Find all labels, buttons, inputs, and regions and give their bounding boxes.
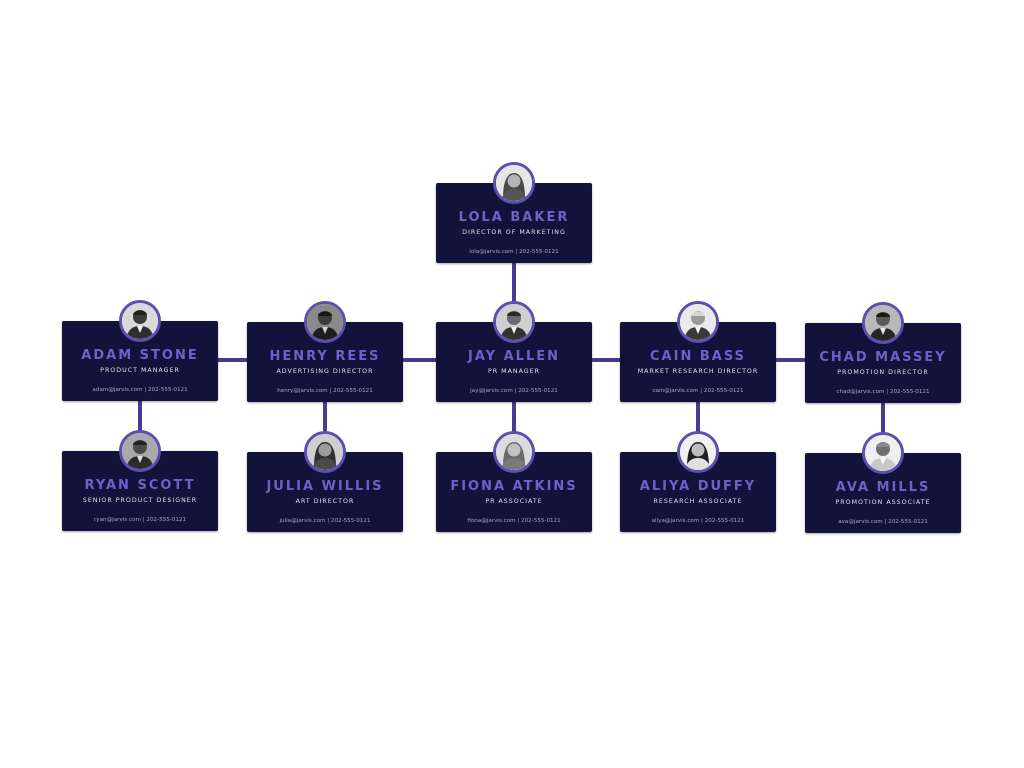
avatar bbox=[304, 431, 346, 473]
person-role: PROMOTION DIRECTOR bbox=[837, 369, 929, 376]
person-contact: jay@jarvis.com | 202-555-0121 bbox=[470, 388, 558, 394]
person-contact: fiona@jarvis.com | 202-555-0121 bbox=[467, 518, 561, 524]
person-contact: ava@jarvis.com | 202-555-0121 bbox=[838, 519, 928, 525]
person-contact: lola@jarvis.com | 202-555-0121 bbox=[469, 249, 559, 255]
man-portrait-icon bbox=[496, 304, 532, 340]
person-name: JULIA WILLIS bbox=[266, 479, 384, 494]
connector-col4-down bbox=[881, 402, 885, 454]
avatar bbox=[493, 162, 535, 204]
person-name: HENRY REES bbox=[269, 349, 381, 364]
person-name: ADAM STONE bbox=[81, 348, 199, 363]
man-portrait-icon bbox=[122, 303, 158, 339]
man-portrait-icon bbox=[680, 304, 716, 340]
woman-portrait-icon bbox=[496, 434, 532, 470]
person-contact: julia@jarvis.com | 202-555-0121 bbox=[279, 518, 371, 524]
person-contact: henry@jarvis.com | 202-555-0121 bbox=[277, 388, 373, 394]
org-card-chad-massey: CHAD MASSEY PROMOTION DIRECTOR chad@jarv… bbox=[805, 302, 961, 403]
person-name: CHAD MASSEY bbox=[819, 350, 947, 365]
org-card-adam-stone: ADAM STONE PRODUCT MANAGER adam@jarvis.c… bbox=[62, 300, 218, 401]
person-name: CAIN BASS bbox=[650, 349, 746, 364]
connector-root-to-row bbox=[512, 263, 516, 323]
man-portrait-icon bbox=[307, 304, 343, 340]
connector-col1-down bbox=[323, 401, 327, 453]
person-role: PR ASSOCIATE bbox=[485, 498, 543, 505]
person-contact: chad@jarvis.com | 202-555-0121 bbox=[836, 389, 930, 395]
person-name: FIONA ATKINS bbox=[450, 479, 578, 494]
org-card-henry-rees: HENRY REES ADVERTISING DIRECTOR henry@ja… bbox=[247, 301, 403, 402]
person-role: DIRECTOR OF MARKETING bbox=[462, 229, 566, 236]
connector-col0-down bbox=[138, 400, 142, 452]
person-contact: cain@jarvis.com | 202-555-0121 bbox=[652, 388, 744, 394]
woman-portrait-icon bbox=[307, 434, 343, 470]
person-role: PRODUCT MANAGER bbox=[100, 367, 180, 374]
person-role: ART DIRECTOR bbox=[295, 498, 355, 505]
avatar bbox=[493, 431, 535, 473]
man-portrait-icon bbox=[122, 433, 158, 469]
org-card-julia-willis: JULIA WILLIS ART DIRECTOR julia@jarvis.c… bbox=[247, 431, 403, 532]
connector-col2-down bbox=[512, 401, 516, 453]
person-name: ALIYA DUFFY bbox=[639, 479, 757, 494]
avatar bbox=[119, 300, 161, 342]
person-contact: adam@jarvis.com | 202-555-0121 bbox=[92, 387, 188, 393]
avatar bbox=[862, 302, 904, 344]
avatar bbox=[493, 301, 535, 343]
avatar bbox=[304, 301, 346, 343]
person-name: AVA MILLS bbox=[835, 480, 931, 495]
org-card-jay-allen: JAY ALLEN PR MANAGER jay@jarvis.com | 20… bbox=[436, 301, 592, 402]
avatar bbox=[862, 432, 904, 474]
connector-col3-down bbox=[696, 401, 700, 453]
person-role: MARKET RESEARCH DIRECTOR bbox=[637, 368, 759, 375]
person-name: LOLA BAKER bbox=[458, 210, 570, 225]
person-role: ADVERTISING DIRECTOR bbox=[276, 368, 374, 375]
man-portrait-icon bbox=[865, 435, 901, 471]
person-role: RESEARCH ASSOCIATE bbox=[653, 498, 743, 505]
org-card-cain-bass: CAIN BASS MARKET RESEARCH DIRECTOR cain@… bbox=[620, 301, 776, 402]
man-portrait-icon bbox=[865, 305, 901, 341]
person-contact: aliya@jarvis.com | 202-555-0121 bbox=[651, 518, 745, 524]
avatar bbox=[677, 431, 719, 473]
person-role: PROMOTION ASSOCIATE bbox=[835, 499, 931, 506]
avatar bbox=[119, 430, 161, 472]
org-card-ava-mills: AVA MILLS PROMOTION ASSOCIATE ava@jarvis… bbox=[805, 432, 961, 533]
person-role: PR MANAGER bbox=[487, 368, 541, 375]
woman-portrait-icon bbox=[496, 165, 532, 201]
org-card-fiona-atkins: FIONA ATKINS PR ASSOCIATE fiona@jarvis.c… bbox=[436, 431, 592, 532]
org-card-ryan-scott: RYAN SCOTT SENIOR PRODUCT DESIGNER ryan@… bbox=[62, 430, 218, 531]
avatar bbox=[677, 301, 719, 343]
org-card-aliya-duffy: ALIYA DUFFY RESEARCH ASSOCIATE aliya@jar… bbox=[620, 431, 776, 532]
org-card-root: LOLA BAKER DIRECTOR OF MARKETING lola@ja… bbox=[436, 162, 592, 263]
person-name: JAY ALLEN bbox=[468, 349, 560, 364]
person-name: RYAN SCOTT bbox=[84, 478, 196, 493]
person-role: SENIOR PRODUCT DESIGNER bbox=[82, 497, 198, 504]
person-contact: ryan@jarvis.com | 202-555-0121 bbox=[93, 517, 187, 523]
woman-portrait-icon bbox=[680, 434, 716, 470]
